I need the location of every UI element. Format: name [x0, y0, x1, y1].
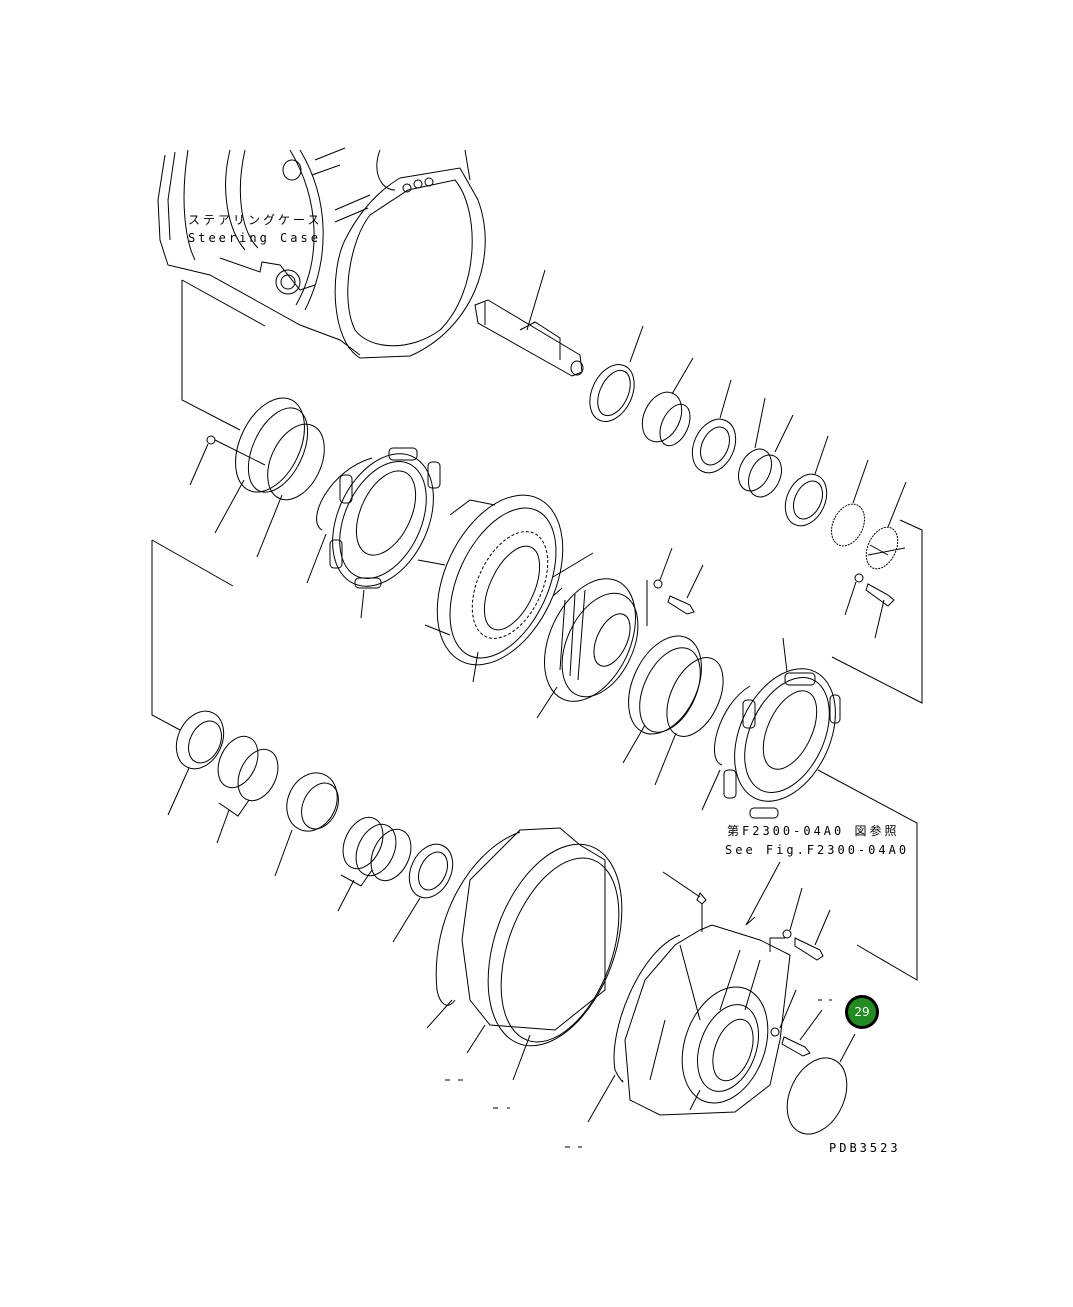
- lower-bearing-set: [167, 704, 461, 942]
- see-figure-label-jp: 第F2300-04A0 図参照: [727, 824, 900, 838]
- final-drive-housing: [565, 862, 832, 1147]
- steering-case-label-jp: ステアリングケース: [188, 213, 323, 227]
- brake-drum: [412, 475, 593, 685]
- frame-lines: [152, 280, 922, 980]
- ring-gear-housing: [427, 826, 647, 1108]
- shaft: [475, 270, 583, 376]
- clutch-plate: [307, 438, 453, 618]
- steering-case-housing: [158, 148, 485, 358]
- o-ring-part-29: [776, 1034, 859, 1144]
- clutch-plate-2: [702, 638, 855, 818]
- steering-case-label-en: Steering Case: [188, 231, 321, 245]
- hub-assembly: [190, 387, 336, 557]
- upper-right-parts: [581, 326, 906, 638]
- callout-number: 29: [854, 1005, 870, 1019]
- callout-badge-29[interactable]: 29: [845, 995, 879, 1029]
- piston-ring-set: [614, 624, 734, 785]
- drawing-id-label: PDB3523: [829, 1141, 901, 1155]
- see-figure-label-en: See Fig.F2300-04A0: [725, 843, 910, 857]
- spline-carrier: [526, 548, 703, 718]
